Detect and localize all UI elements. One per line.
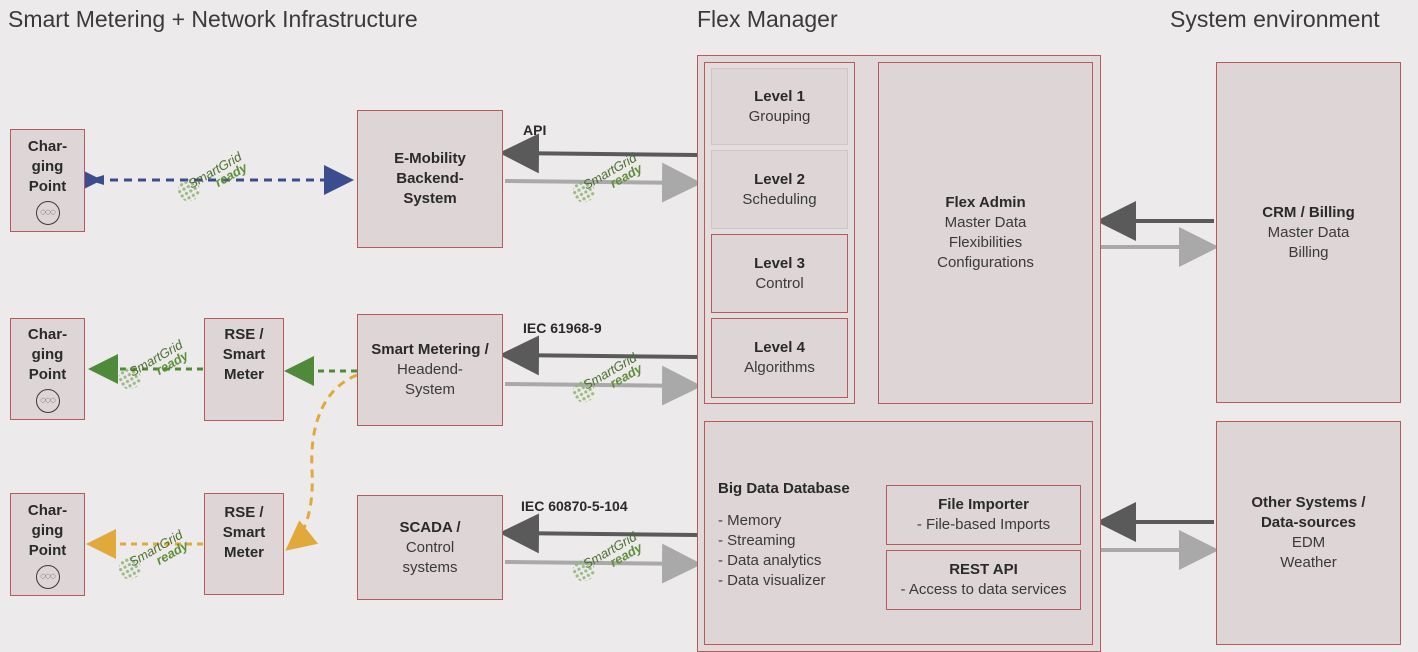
- heading-system-environment: System environment: [1170, 6, 1380, 32]
- socket-icon: ◌◌◌: [35, 200, 60, 225]
- heading-flex-manager: Flex Manager: [697, 6, 838, 32]
- arrow-scada-out: [504, 543, 702, 584]
- smart-metering-headend-system: Smart Metering / Headend- System: [357, 314, 503, 426]
- level-2: Level 2 Scheduling: [711, 150, 848, 229]
- rest-api: REST API - Access to data services: [886, 550, 1081, 610]
- flex-admin-item: Master Data: [944, 214, 1027, 231]
- crm-billing: CRM / Billing Master Data Billing: [1216, 62, 1401, 403]
- level-4: Level 4 Algorithms: [711, 318, 848, 398]
- emobility-backend-system: E-Mobility Backend- System: [357, 110, 503, 248]
- charging-point-label: Point: [28, 177, 67, 195]
- flex-admin-title: Flex Admin: [945, 194, 1026, 211]
- socket-icon: ◌◌◌: [35, 389, 60, 413]
- rse-label: Smart: [222, 524, 266, 541]
- heading-smart-metering: Smart Metering + Network Infrastructure: [8, 6, 418, 32]
- charging-point-label: Point: [28, 366, 67, 383]
- big-data-item: - Data visualizer: [718, 572, 826, 589]
- protocol-label-api: API: [523, 122, 547, 138]
- arrow-emobility-out: [504, 162, 702, 203]
- level-title: Level 2: [754, 170, 805, 188]
- rse-smart-meter-1: RSE / Smart Meter: [204, 318, 284, 421]
- dashed-link-smart-metering-rse2: [285, 373, 358, 551]
- level-sub: Scheduling: [742, 190, 817, 208]
- charging-point-label: ging: [31, 521, 64, 539]
- scada-control-systems: SCADA / Control systems: [357, 495, 503, 600]
- charging-point-label: Char-: [27, 137, 68, 155]
- level-sub: Grouping: [748, 107, 811, 125]
- emobility-label: E-Mobility: [394, 150, 466, 167]
- arrow-scada-in: [499, 513, 698, 554]
- scada-sub: systems: [402, 558, 458, 576]
- rest-api-sub: - Access to data services: [900, 581, 1067, 598]
- crm-title: CRM / Billing: [1262, 203, 1355, 221]
- charging-point-1: Char- ging Point ◌◌◌: [10, 129, 85, 232]
- charging-point-label: Char-: [27, 326, 68, 343]
- emobility-label: Backend-: [396, 170, 464, 187]
- flex-admin-item: Flexibilities: [948, 234, 1023, 251]
- charging-point-label: ging: [31, 346, 64, 363]
- rse-label: RSE /: [224, 326, 264, 343]
- level-1: Level 1 Grouping: [711, 68, 848, 145]
- other-systems-item: Weather: [1280, 554, 1337, 571]
- file-importer-sub: - File-based Imports: [916, 516, 1051, 533]
- scada-sub: Control: [405, 538, 455, 556]
- rse-label: Meter: [223, 544, 264, 561]
- smart-metering-title: Smart Metering /: [371, 341, 489, 358]
- level-title: Level 4: [754, 339, 805, 356]
- other-systems-title: Data-sources: [1260, 514, 1357, 531]
- file-importer: File Importer - File-based Imports: [886, 485, 1081, 545]
- other-systems-item: EDM: [1291, 534, 1326, 551]
- charging-point-3: Char- ging Point ◌◌◌: [10, 493, 85, 596]
- other-systems-title: Other Systems /: [1251, 494, 1366, 511]
- scada-title: SCADA /: [399, 518, 461, 536]
- crm-item: Billing: [1288, 243, 1329, 261]
- level-title: Level 3: [754, 254, 805, 272]
- arrow-smart-metering-out: [504, 365, 702, 406]
- other-systems-data-sources: Other Systems / Data-sources EDM Weather: [1216, 421, 1401, 645]
- socket-icon: ◌◌◌: [35, 564, 60, 589]
- big-data-item: - Memory: [718, 512, 782, 529]
- flex-admin-item: Configurations: [937, 254, 1034, 271]
- rse-label: RSE /: [224, 504, 264, 521]
- flex-admin: Flex Admin Master Data Flexibilities Con…: [878, 62, 1093, 404]
- rest-api-title: REST API: [949, 561, 1018, 578]
- level-sub: Algorithms: [744, 359, 815, 376]
- charging-point-label: ging: [31, 157, 64, 175]
- rse-label: Meter: [223, 366, 264, 383]
- rse-label: Smart: [222, 346, 266, 363]
- smart-metering-sub: System: [404, 381, 455, 398]
- charging-point-2: Char- ging Point ◌◌◌: [10, 318, 85, 420]
- level-sub: Control: [755, 274, 804, 292]
- charging-point-label: Char-: [27, 501, 68, 519]
- protocol-label-iec60870: IEC 60870-5-104: [521, 498, 628, 514]
- level-title: Level 1: [754, 87, 805, 105]
- smart-metering-sub: Headend-: [397, 361, 463, 378]
- emobility-label: System: [403, 190, 457, 207]
- big-data-item: - Data analytics: [718, 552, 822, 569]
- crm-item: Master Data: [1267, 223, 1350, 241]
- protocol-label-iec61968: IEC 61968-9: [523, 320, 602, 336]
- file-importer-title: File Importer: [938, 496, 1029, 513]
- level-3: Level 3 Control: [711, 234, 848, 313]
- rse-smart-meter-2: RSE / Smart Meter: [204, 493, 284, 595]
- charging-point-label: Point: [28, 541, 67, 559]
- big-data-title: Big Data Database: [718, 480, 850, 497]
- arrow-smart-metering-in: [499, 335, 698, 376]
- big-data-item: - Streaming: [718, 532, 796, 549]
- arrow-emobility-in: [499, 133, 698, 174]
